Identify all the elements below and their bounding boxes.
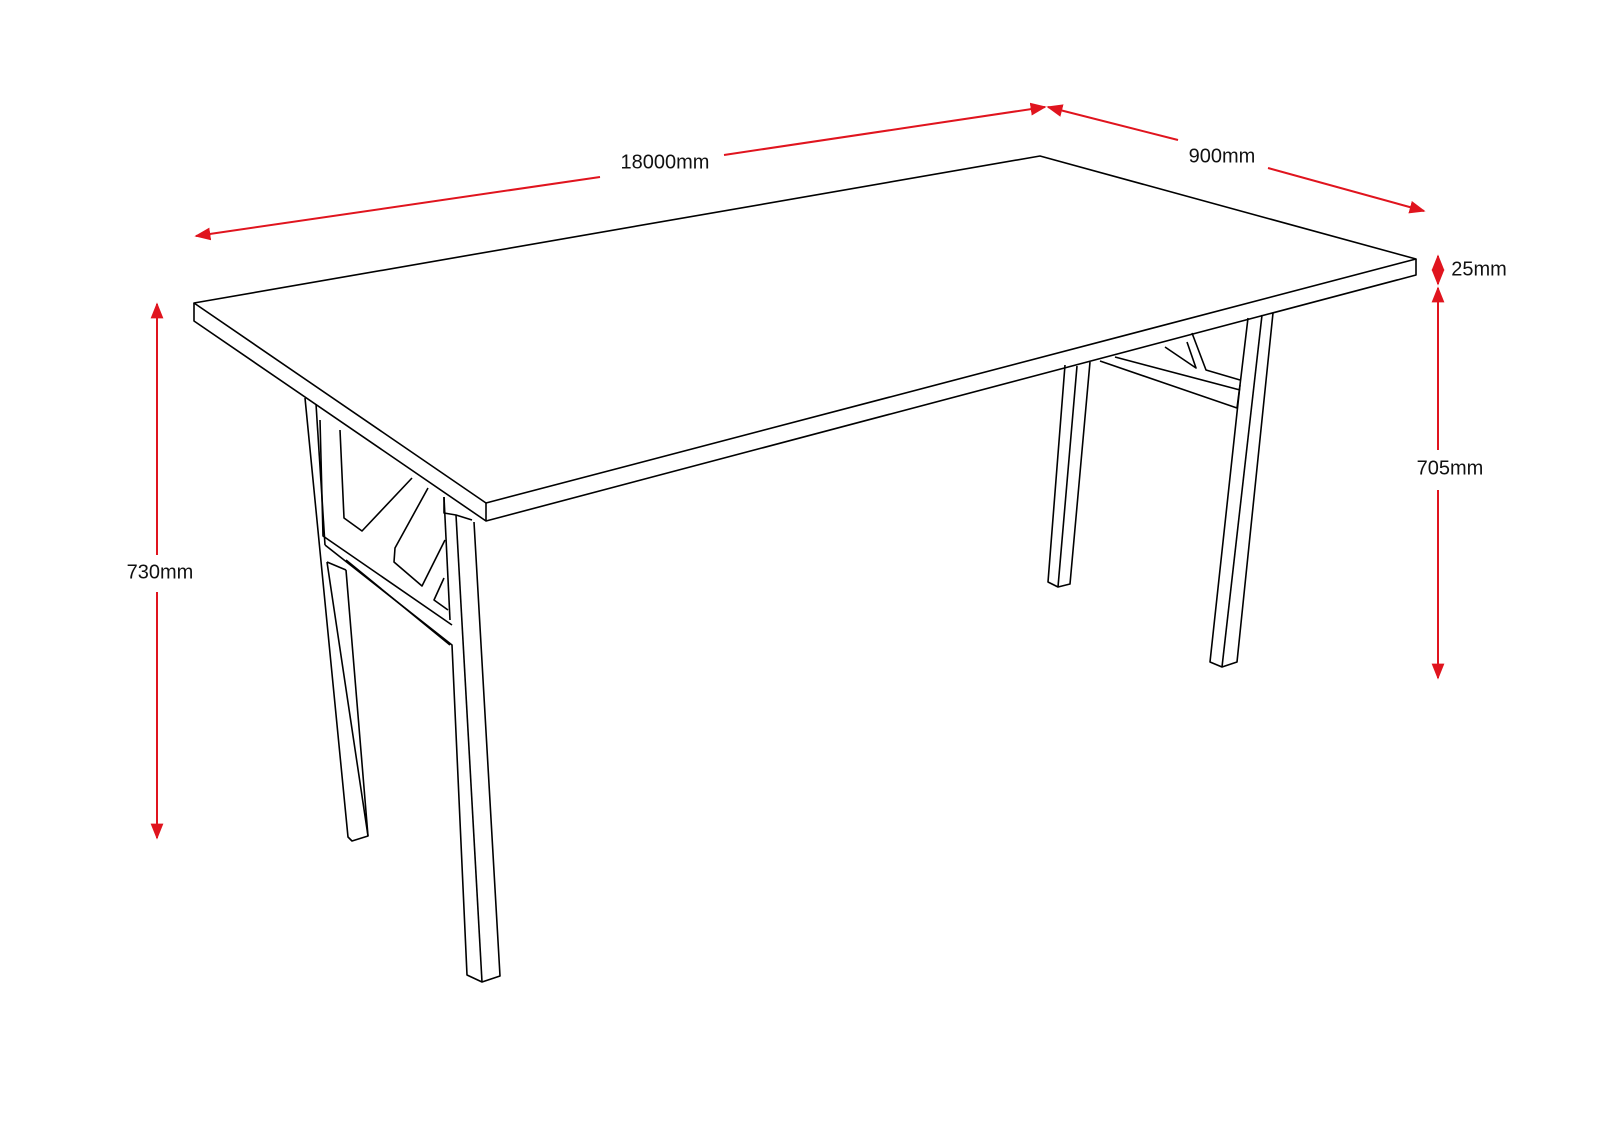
- width-label: 900mm: [1188, 145, 1256, 168]
- table-top: [193, 155, 1417, 522]
- width-arrow-left: [1046, 104, 1179, 141]
- width-arrow-right: [1267, 167, 1426, 214]
- thickness-label: 25mm: [1451, 258, 1507, 281]
- length-label: 18000mm: [620, 151, 710, 174]
- right-leg-frame: [1047, 312, 1274, 668]
- dimension-lines: [150, 102, 1445, 840]
- left-leg-frame: [304, 397, 501, 983]
- length-arrow-left: [194, 176, 601, 241]
- leg-height-label: 705mm: [1416, 457, 1484, 480]
- length-arrow-right: [723, 102, 1047, 156]
- total-height-label: 730mm: [126, 561, 194, 584]
